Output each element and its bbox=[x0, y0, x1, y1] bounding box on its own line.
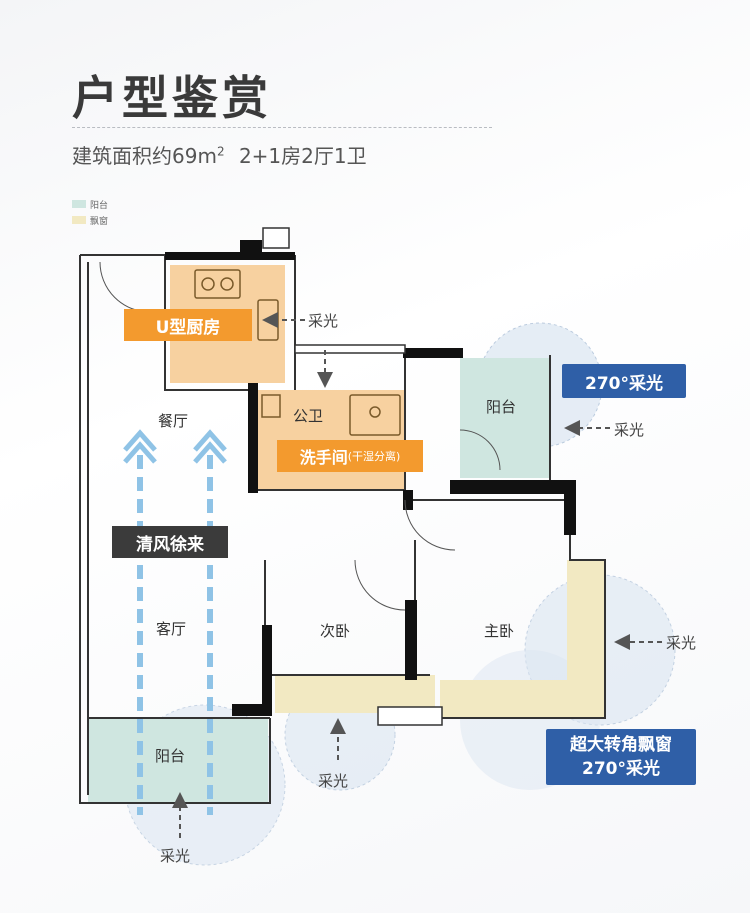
thick-walls bbox=[165, 240, 576, 716]
room-second-bedroom: 次卧 bbox=[320, 622, 351, 640]
room-balcony-right: 阳台 bbox=[486, 398, 517, 416]
room-dining: 餐厅 bbox=[158, 412, 189, 430]
tag-breeze: 清风徐来 bbox=[112, 526, 228, 558]
legend-item-balcony: 阳台 bbox=[72, 196, 108, 212]
area-superscript: 2 bbox=[216, 144, 225, 159]
tag-bay-window-line1: 超大转角飘窗 bbox=[570, 735, 672, 755]
light-arrows bbox=[172, 312, 662, 838]
balcony-bottom-area bbox=[88, 718, 268, 803]
tag-washroom-note: (干湿分离) bbox=[347, 450, 401, 463]
bath-fixtures bbox=[261, 394, 401, 436]
tag-washroom-label: 洗手间 bbox=[299, 448, 348, 467]
bay-window-master bbox=[440, 560, 605, 718]
light-label-balcony-right: 采光 bbox=[614, 421, 645, 439]
legend-swatch-balcony bbox=[72, 200, 86, 208]
area-text: 建筑面积约69m bbox=[72, 144, 217, 168]
tag-balcony-light: 270°采光 bbox=[562, 364, 686, 398]
tag-washroom: 洗手间(干湿分离) bbox=[277, 440, 423, 472]
light-label-second: 采光 bbox=[318, 772, 349, 790]
legend-item-bay-window: 飘窗 bbox=[72, 212, 108, 228]
breeze-paths bbox=[137, 455, 213, 815]
room-master-bedroom: 主卧 bbox=[484, 622, 515, 640]
light-label-kitchen: 采光 bbox=[308, 312, 339, 330]
breeze-arrowheads bbox=[123, 429, 227, 464]
room-bath: 公卫 bbox=[293, 407, 324, 425]
light-label-bottom: 采光 bbox=[160, 847, 191, 865]
tag-bay-window-line2: 270°采光 bbox=[582, 759, 660, 779]
tag-bay-window: 超大转角飘窗 270°采光 bbox=[546, 729, 696, 785]
light-label-master: 采光 bbox=[666, 634, 697, 652]
title-divider bbox=[72, 127, 492, 128]
room-living: 客厅 bbox=[156, 620, 187, 638]
legend: 阳台 飘窗 bbox=[72, 196, 108, 228]
layout-text: 2+1房2厅1卫 bbox=[238, 144, 367, 168]
legend-label-balcony: 阳台 bbox=[90, 200, 109, 211]
windows bbox=[262, 227, 443, 726]
room-balcony-bottom: 阳台 bbox=[155, 747, 186, 765]
legend-label-bay-window: 飘窗 bbox=[90, 216, 109, 227]
page-title: 户型鉴赏 bbox=[72, 71, 272, 125]
area-subtitle: 建筑面积约69m2 2+1房2厅1卫 bbox=[72, 140, 367, 169]
legend-swatch-bay-window bbox=[72, 216, 86, 224]
tag-kitchen: U型厨房 bbox=[124, 309, 252, 341]
kitchen-fixtures bbox=[194, 269, 279, 341]
balcony-right-area bbox=[460, 358, 550, 478]
